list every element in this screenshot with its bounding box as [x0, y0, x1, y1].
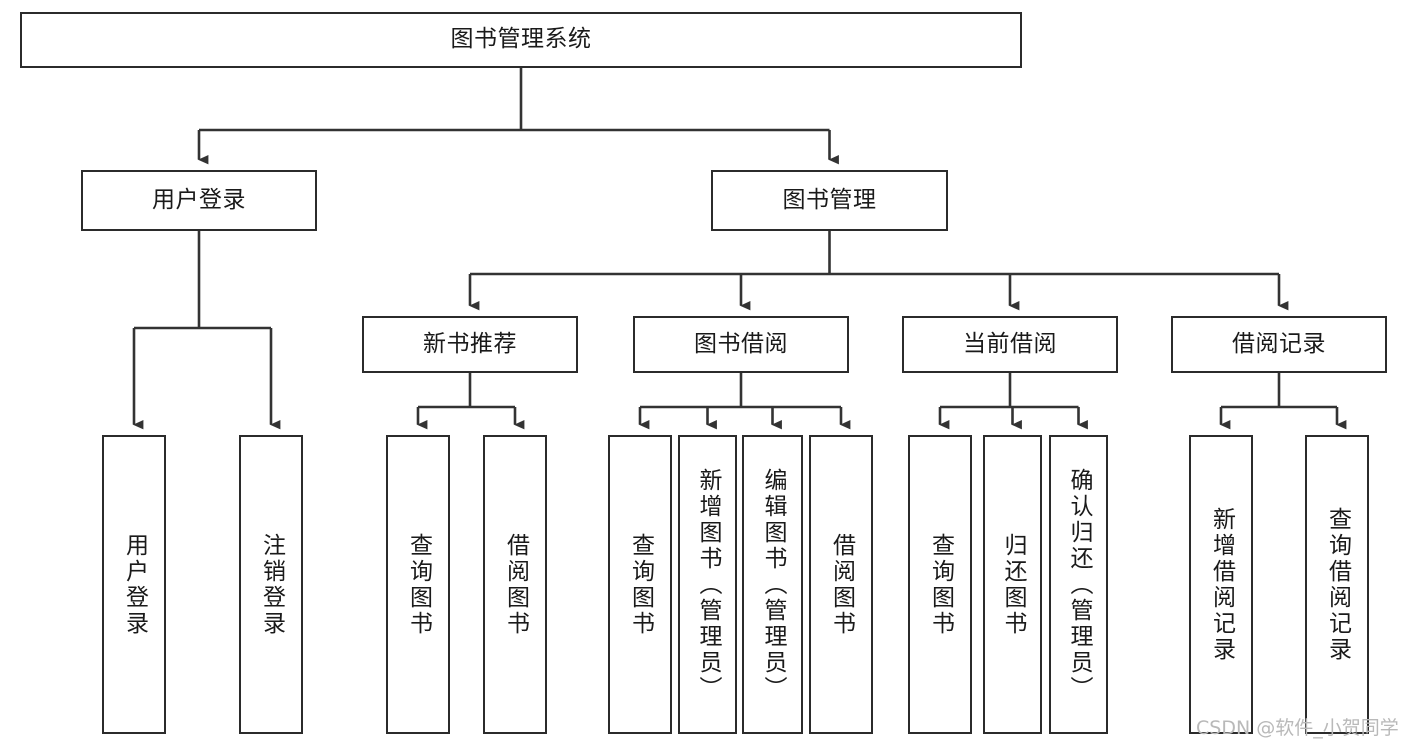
- node-leaf-borrow-book-new[interactable]: 借阅图书: [483, 435, 547, 734]
- node-user-login-label: 用户登录: [152, 186, 246, 213]
- node-leaf-confirm-return-label: 确认归还（管理员）: [1066, 467, 1092, 702]
- node-leaf-edit-book-label: 编辑图书（管理员）: [760, 467, 786, 702]
- node-leaf-query-book-new-label: 查询图书: [405, 532, 432, 637]
- node-leaf-user-login[interactable]: 用户登录: [102, 435, 166, 734]
- node-leaf-query-borrow-record-label: 查询借阅记录: [1324, 506, 1351, 663]
- node-leaf-add-borrow-record[interactable]: 新增借阅记录: [1189, 435, 1253, 734]
- node-leaf-borrow-book-new-label: 借阅图书: [502, 532, 529, 637]
- node-current-borrow-label: 当前借阅: [963, 330, 1057, 357]
- csdn-watermark: CSDN @软件_小贺同学: [1196, 717, 1399, 739]
- node-leaf-return-book[interactable]: 归还图书: [983, 435, 1042, 734]
- node-leaf-edit-book[interactable]: 编辑图书（管理员）: [742, 435, 803, 734]
- node-leaf-borrow-book-label: 借阅图书: [828, 532, 855, 637]
- node-root-system-label: 图书管理系统: [450, 26, 592, 53]
- node-new-book-recommend-label: 新书推荐: [423, 330, 517, 357]
- node-leaf-borrow-book[interactable]: 借阅图书: [809, 435, 873, 734]
- node-book-management-label: 图书管理: [782, 186, 877, 213]
- node-leaf-add-book-label: 新增图书（管理员）: [695, 467, 721, 702]
- node-borrow-record-label: 借阅记录: [1232, 330, 1326, 357]
- node-leaf-logout-label: 注销登录: [258, 532, 285, 637]
- node-root-system[interactable]: 图书管理系统: [20, 12, 1022, 68]
- node-leaf-user-login-label: 用户登录: [121, 532, 148, 637]
- node-leaf-return-book-label: 归还图书: [1000, 532, 1026, 637]
- node-leaf-query-book-borrow-label: 查询图书: [627, 532, 654, 637]
- node-leaf-query-book-borrow[interactable]: 查询图书: [608, 435, 672, 734]
- node-leaf-query-borrow-record[interactable]: 查询借阅记录: [1305, 435, 1369, 734]
- node-leaf-query-book-current-label: 查询图书: [927, 532, 954, 637]
- node-new-book-recommend[interactable]: 新书推荐: [362, 316, 578, 373]
- node-book-management[interactable]: 图书管理: [711, 170, 948, 231]
- node-leaf-logout[interactable]: 注销登录: [239, 435, 303, 734]
- node-leaf-confirm-return[interactable]: 确认归还（管理员）: [1049, 435, 1108, 734]
- node-current-borrow[interactable]: 当前借阅: [902, 316, 1118, 373]
- node-leaf-add-borrow-record-label: 新增借阅记录: [1208, 506, 1235, 663]
- node-leaf-add-book[interactable]: 新增图书（管理员）: [678, 435, 737, 734]
- node-leaf-query-book-new[interactable]: 查询图书: [386, 435, 450, 734]
- node-book-borrow-label: 图书借阅: [694, 330, 788, 357]
- node-borrow-record[interactable]: 借阅记录: [1171, 316, 1387, 373]
- node-user-login[interactable]: 用户登录: [81, 170, 317, 231]
- node-leaf-query-book-current[interactable]: 查询图书: [908, 435, 972, 734]
- node-book-borrow[interactable]: 图书借阅: [633, 316, 849, 373]
